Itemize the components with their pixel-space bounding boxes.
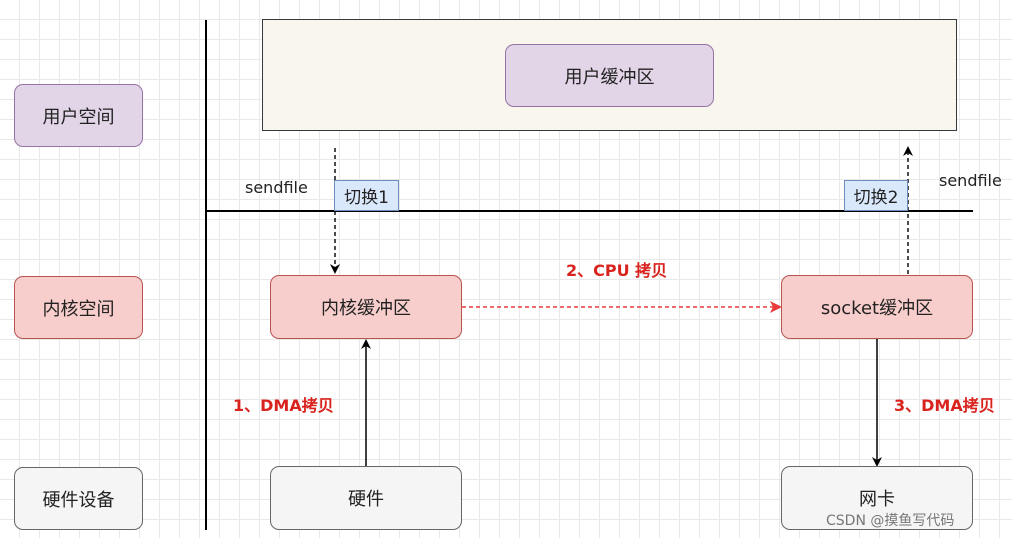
dma-copy-1-label: 1、DMA拷贝 xyxy=(233,396,334,415)
sendfile-label-left: sendfile xyxy=(245,178,308,197)
dma-copy-3-label: 3、DMA拷贝 xyxy=(894,396,995,415)
hardware-device-label: 硬件设备 xyxy=(14,467,143,530)
cpu-copy-2-label: 2、CPU 拷贝 xyxy=(566,261,668,280)
user-space-label: 用户空间 xyxy=(14,84,143,147)
hardware-box: 硬件 xyxy=(270,466,462,530)
kernel-buffer: 内核缓冲区 xyxy=(270,275,462,339)
kernel-space-label: 内核空间 xyxy=(14,276,143,339)
user-buffer: 用户缓冲区 xyxy=(505,44,714,107)
switch-2-tag: 切换2 xyxy=(844,180,908,211)
switch-1-tag: 切换1 xyxy=(334,180,399,211)
csdn-watermark: CSDN @摸鱼写代码 xyxy=(826,513,955,529)
socket-buffer: socket缓冲区 xyxy=(781,275,973,339)
sendfile-label-right: sendfile xyxy=(939,171,1002,190)
nic-box: 网卡 xyxy=(781,466,973,530)
